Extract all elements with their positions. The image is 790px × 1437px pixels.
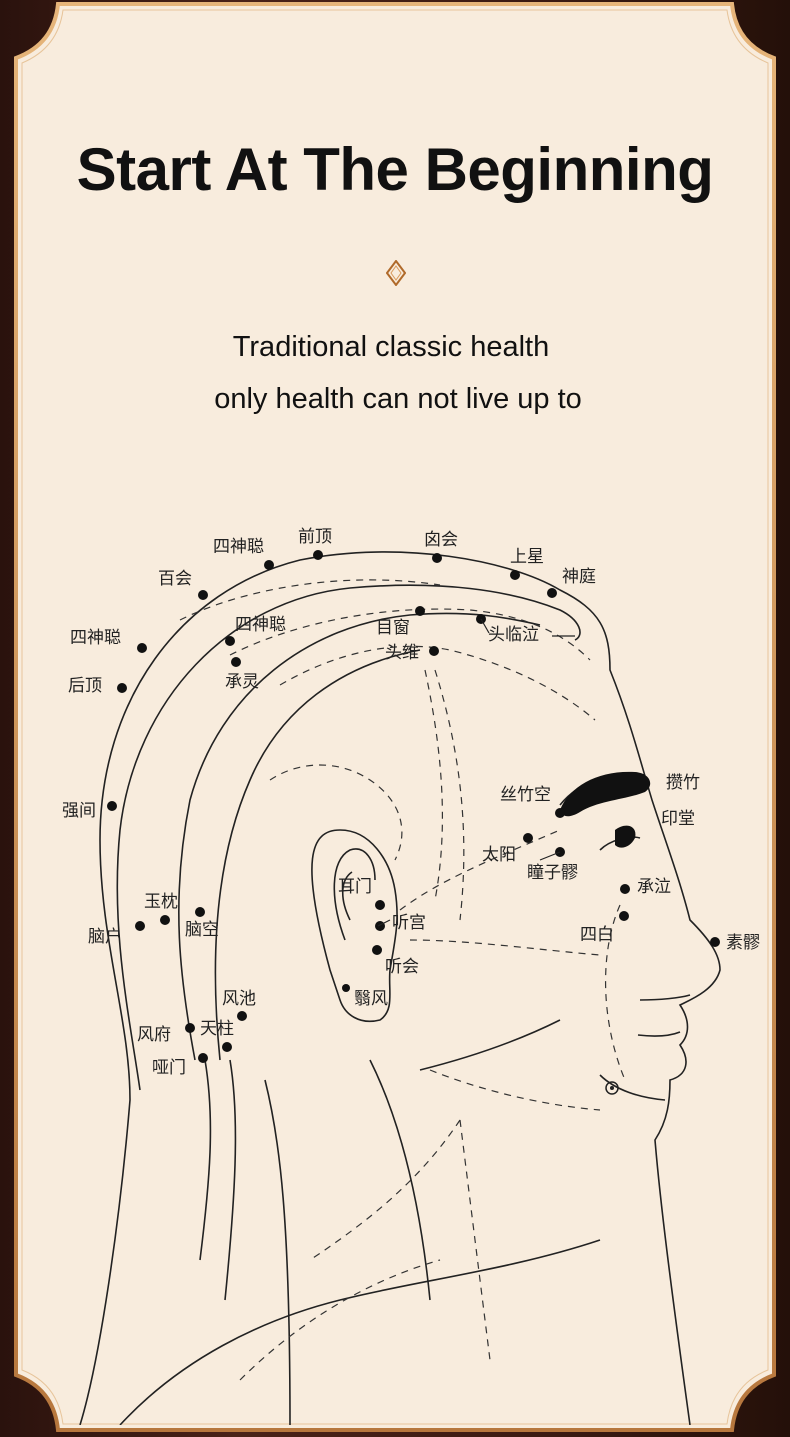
label-shangxing: 上星 [510, 547, 544, 567]
label-sibai: 四白 [580, 925, 614, 945]
point-tinggong [375, 921, 385, 931]
label-qiangjian: 强间 [62, 801, 96, 821]
label-shenting: 神庭 [562, 567, 596, 587]
label-ermen: 耳门 [338, 877, 372, 897]
label-muchuang: 目窗 [376, 618, 410, 638]
label-fengfu: 风府 [137, 1025, 171, 1045]
point-tianzhu [222, 1042, 232, 1052]
label-suliao: 素髎 [726, 933, 760, 953]
point-sishencong-top [264, 560, 274, 570]
point-yifeng [342, 984, 350, 992]
point-chengling [231, 657, 241, 667]
point-muchuang [415, 606, 425, 616]
point-chengqi [620, 884, 630, 894]
label-houding: 后顶 [68, 676, 102, 696]
label-taiyang: 太阳 [482, 845, 516, 865]
label-tinggong: 听宫 [392, 913, 426, 933]
subtitle-line-2: only health can not live up to [214, 383, 582, 415]
label-tianzhu: 天柱 [200, 1019, 234, 1039]
point-sishencong-inner [225, 636, 235, 646]
point-naohu [135, 921, 145, 931]
point-suliao [710, 937, 720, 947]
label-sishencong-back: 四神聪 [70, 628, 121, 648]
label-sishencong-top: 四神聪 [213, 537, 264, 557]
label-touwei: 头维 [385, 643, 419, 663]
point-houding [117, 683, 127, 693]
point-baihui [198, 590, 208, 600]
diamond-ornament-icon [386, 260, 406, 286]
label-sizhukong: 丝竹空 [500, 785, 551, 805]
ear-outline [311, 829, 398, 1022]
point-shenting [547, 588, 557, 598]
label-qianding: 前顶 [298, 527, 332, 547]
point-ermen [375, 900, 385, 910]
label-yuzhen: 玉枕 [144, 892, 178, 912]
acupuncture-head-diagram: 百会 四神聪 前顶 囟会 上星 神庭 四神聪 四神聪 目窗 头临泣 头维 承灵 … [62, 527, 760, 1425]
point-fengchi [237, 1011, 247, 1021]
point-fengfu [185, 1023, 195, 1033]
label-yamen: 哑门 [152, 1058, 186, 1078]
point-yuzhen [160, 915, 170, 925]
point-yamen [198, 1053, 208, 1063]
label-yifeng: 翳风 [354, 989, 388, 1009]
point-taiyang [523, 833, 533, 843]
subtitle-line-1: Traditional classic health [232, 331, 550, 363]
point-qiangjian [107, 801, 117, 811]
label-tongziliao: 瞳子髎 [527, 863, 578, 883]
point-tinghui [372, 945, 382, 955]
label-baihui: 百会 [158, 569, 192, 589]
point-sibai [619, 911, 629, 921]
point-sishencong-back [137, 643, 147, 653]
label-naokong: 脑空 [185, 920, 219, 940]
label-sishencong-inner: 四神聪 [235, 615, 286, 635]
point-naokong [195, 907, 205, 917]
page-title: Start At The Beginning [76, 136, 714, 203]
eyebrow-mark [560, 771, 651, 817]
label-xinhui: 囟会 [424, 530, 458, 550]
label-yintang: 印堂 [661, 809, 695, 829]
head-outline [79, 551, 721, 1425]
point-xinhui [432, 553, 442, 563]
label-naohu: 脑户 [88, 927, 122, 947]
point-touwei [429, 646, 439, 656]
label-chengqi: 承泣 [637, 877, 671, 897]
point-qianding [313, 550, 323, 560]
point-shangxing [510, 570, 520, 580]
eye-mark [615, 825, 636, 848]
label-fengchi: 风池 [222, 989, 256, 1009]
point-sizhukong [555, 808, 565, 818]
label-chengling: 承灵 [225, 672, 259, 692]
label-toulinqi: 头临泣 [488, 625, 539, 645]
label-cuanzhu: 攒竹 [666, 773, 700, 793]
label-tinghui: 听会 [385, 957, 419, 977]
